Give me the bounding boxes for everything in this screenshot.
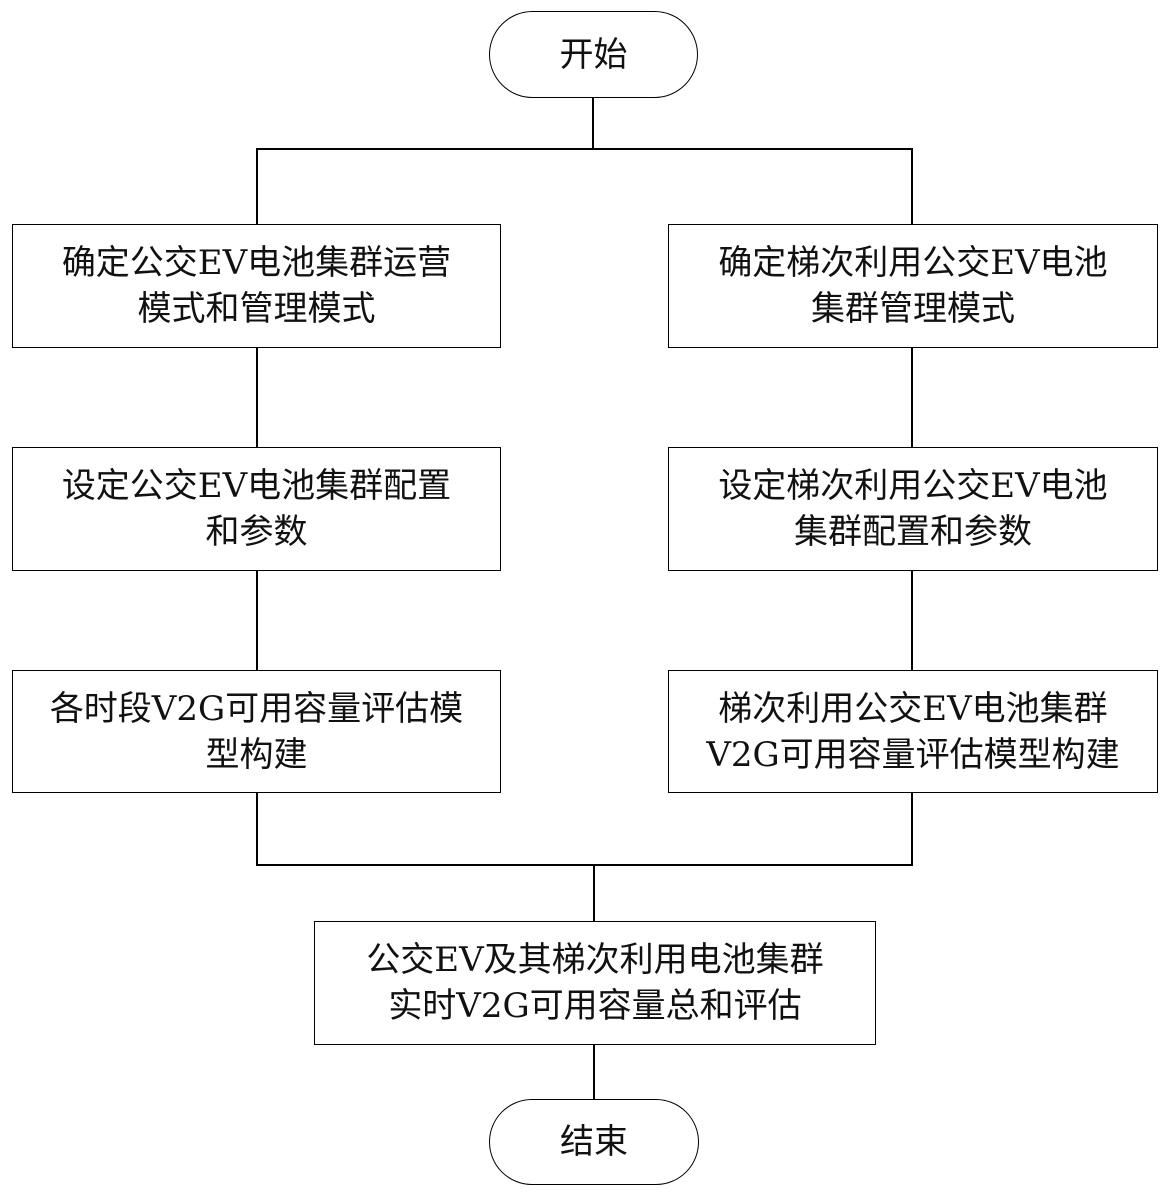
end-terminal: 结束 — [489, 1099, 699, 1185]
right-step-2-line-2: 集群配置和参数 — [718, 509, 1107, 555]
merge-step-line-1: 公交EV及其梯次利用电池集群 — [366, 937, 823, 983]
start-terminal: 开始 — [489, 11, 698, 98]
left-step-3-box: 各时段V2G可用容量评估模 型构建 — [12, 670, 501, 793]
right-step-3-line-1: 梯次利用公交EV电池集群 — [706, 686, 1119, 732]
right-step-3-line-2: V2G可用容量评估模型构建 — [706, 732, 1119, 778]
connector-start-down — [592, 96, 594, 150]
connector-right-1-2 — [911, 347, 913, 447]
right-step-2-line-1: 设定梯次利用公交EV电池 — [718, 463, 1107, 509]
connector-join-down — [593, 864, 595, 922]
left-step-3-line-2: 型构建 — [50, 732, 463, 778]
connector-join-right — [911, 792, 913, 866]
connector-join-horizontal — [256, 864, 913, 866]
connector-split-left — [256, 148, 258, 224]
connector-left-2-3 — [256, 570, 258, 670]
connector-right-2-3 — [911, 570, 913, 670]
right-step-1-line-2: 集群管理模式 — [718, 286, 1107, 332]
left-step-2-line-2: 和参数 — [62, 509, 451, 555]
left-step-3-line-1: 各时段V2G可用容量评估模 — [50, 686, 463, 732]
connector-merge-end — [593, 1044, 595, 1100]
end-label: 结束 — [560, 1119, 628, 1165]
connector-left-1-2 — [256, 347, 258, 447]
start-label: 开始 — [560, 32, 628, 78]
left-step-2-line-1: 设定公交EV电池集群配置 — [62, 463, 451, 509]
left-step-1-line-1: 确定公交EV电池集群运营 — [62, 240, 451, 286]
connector-join-left — [256, 792, 258, 866]
left-step-2-box: 设定公交EV电池集群配置 和参数 — [12, 447, 501, 571]
left-step-1-line-2: 模式和管理模式 — [62, 286, 451, 332]
right-step-3-box: 梯次利用公交EV电池集群 V2G可用容量评估模型构建 — [668, 670, 1158, 793]
left-step-1-box: 确定公交EV电池集群运营 模式和管理模式 — [12, 224, 501, 348]
merge-step-line-2: 实时V2G可用容量总和评估 — [366, 983, 823, 1029]
connector-split-right — [911, 148, 913, 224]
right-step-2-box: 设定梯次利用公交EV电池 集群配置和参数 — [668, 447, 1158, 571]
merge-step-box: 公交EV及其梯次利用电池集群 实时V2G可用容量总和评估 — [314, 921, 876, 1045]
right-step-1-line-1: 确定梯次利用公交EV电池 — [718, 240, 1107, 286]
connector-split-horizontal — [256, 148, 913, 150]
right-step-1-box: 确定梯次利用公交EV电池 集群管理模式 — [668, 224, 1158, 348]
